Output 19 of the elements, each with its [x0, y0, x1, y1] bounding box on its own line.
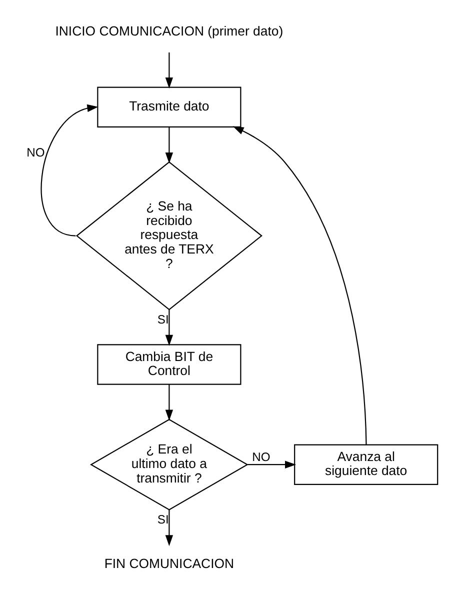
- node-text: INICIO COMUNICACION (primer dato): [54, 24, 283, 39]
- arrow: [164, 52, 173, 88]
- node-box: Avanza al siguiente dato: [294, 444, 438, 485]
- edge-label: SI: [156, 312, 168, 326]
- node-box: Trasmite dato: [96, 86, 241, 128]
- edge-label: NO: [252, 450, 270, 464]
- arrow: [164, 384, 173, 421]
- arrow: [232, 126, 366, 445]
- arrow: [164, 310, 173, 346]
- node-diamond: ¿ Se ha recibido respuesta antes de TERX ?: [75, 161, 262, 310]
- arrow: [40, 104, 98, 236]
- node-box: Cambia BIT de Control: [96, 344, 241, 385]
- node-text: FIN COMUNICACION: [104, 556, 234, 572]
- node-diamond: ¿ Era el ultimo dato a transmitir ?: [89, 418, 248, 510]
- arrow: [164, 510, 173, 546]
- edge-label: SI: [156, 512, 168, 526]
- arrow: [247, 460, 296, 468]
- arrow: [164, 127, 173, 164]
- edge-label: NO: [26, 146, 44, 160]
